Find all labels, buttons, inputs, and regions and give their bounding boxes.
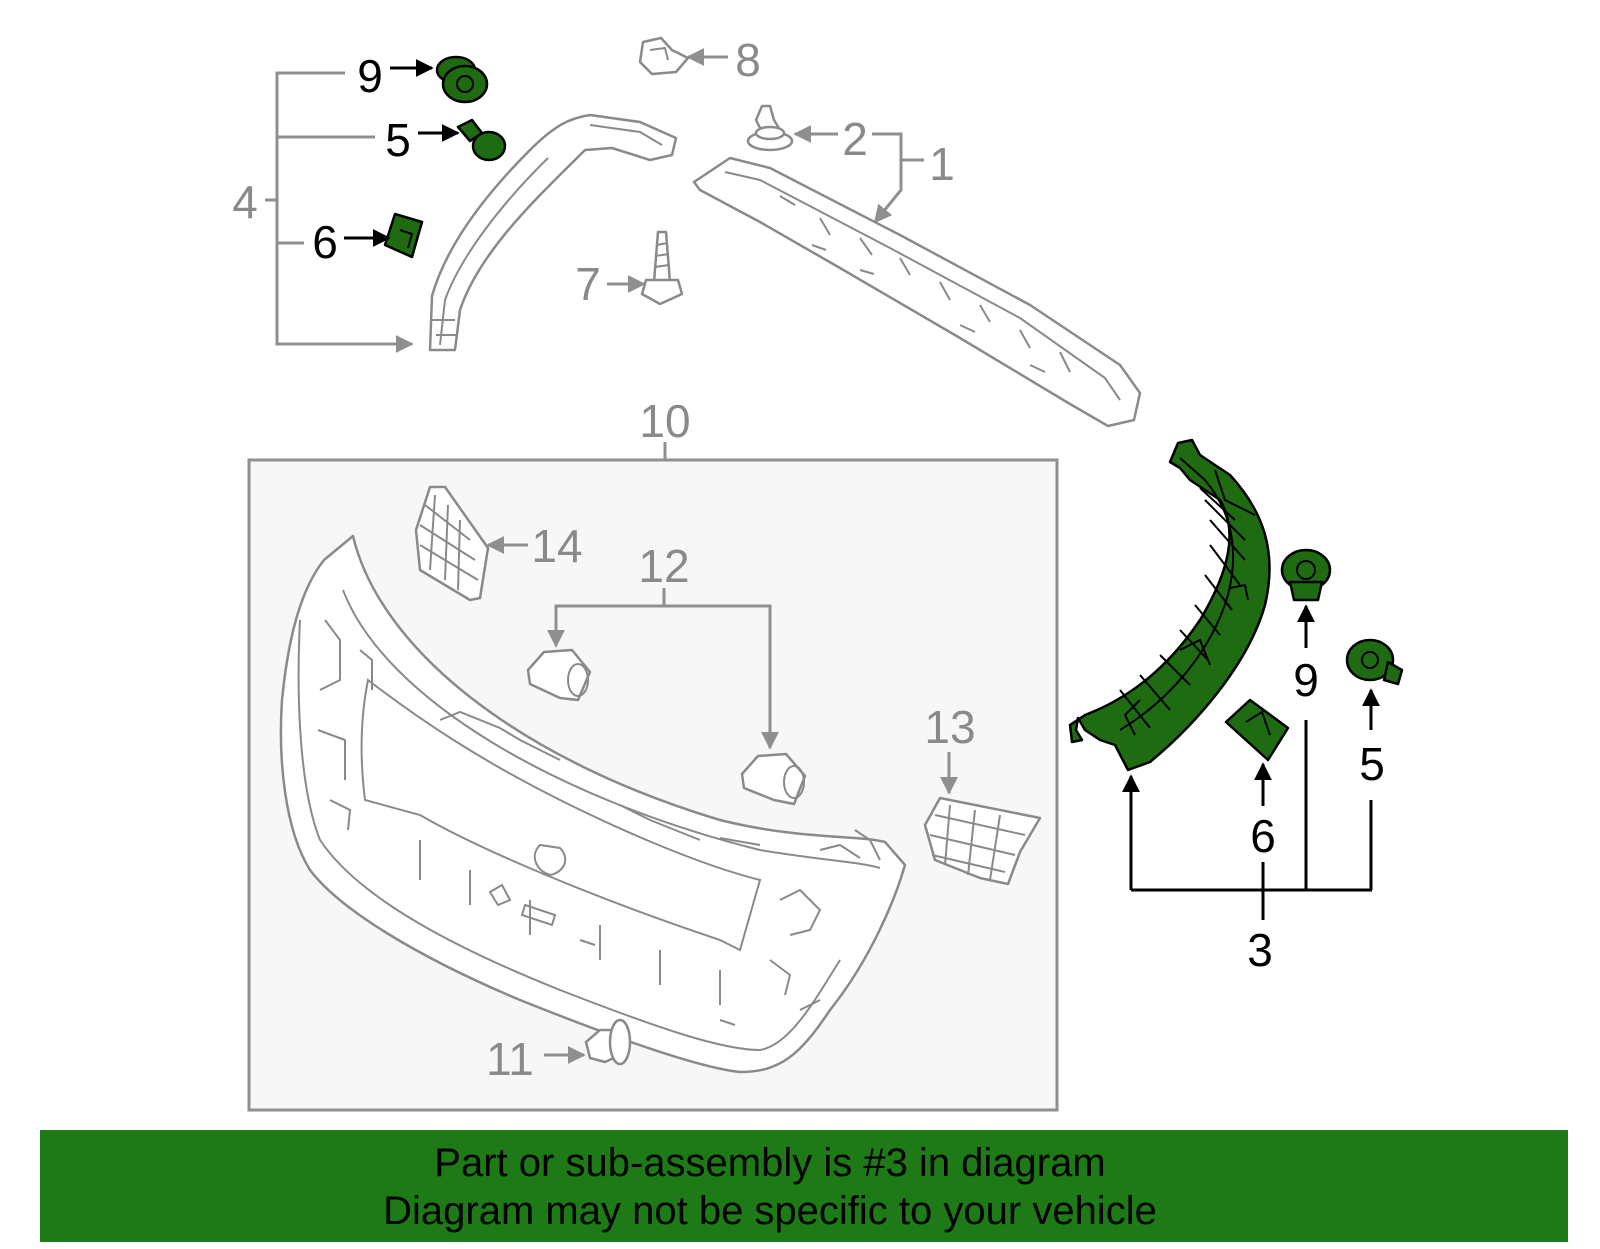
- clip-9-right[interactable]: [1280, 548, 1332, 602]
- callout-8: 8: [735, 34, 761, 86]
- callout-11: 11: [486, 1033, 534, 1085]
- callout-14: 14: [531, 520, 582, 572]
- callout-5-right: 5: [1359, 738, 1385, 790]
- pillar-trim-4[interactable]: [428, 113, 678, 352]
- bracket-12: [547, 588, 779, 750]
- callout-9-top-left: 9: [357, 50, 383, 102]
- callout-6-top-left: 6: [312, 216, 338, 268]
- bumper-12-a[interactable]: [526, 648, 592, 702]
- callout-1: 1: [929, 138, 955, 190]
- callout-12: 12: [638, 540, 689, 592]
- cover-14[interactable]: [414, 485, 490, 602]
- callout-2: 2: [842, 113, 868, 165]
- header-trim-1[interactable]: [692, 156, 1142, 428]
- screw-5-right[interactable]: [1345, 638, 1404, 686]
- callout-5-top-left: 5: [385, 114, 411, 166]
- banner-line-part: Part or sub-assembly is #3 in diagram: [434, 1141, 1106, 1185]
- info-banner: Part or sub-assembly is #3 in diagram Di…: [40, 1130, 1568, 1242]
- pillar-trim-3[interactable]: [1068, 438, 1271, 772]
- clip-9-top-left[interactable]: [435, 55, 489, 104]
- bracket-4: [265, 71, 414, 353]
- clip-6-top-left[interactable]: [383, 212, 424, 259]
- callout-10: 10: [639, 395, 690, 447]
- bumper-12-b[interactable]: [740, 752, 807, 806]
- bracket-3: [1122, 720, 1373, 920]
- bracket-1: [872, 132, 924, 224]
- screw-7[interactable]: [640, 230, 684, 306]
- callout-6-right: 6: [1250, 810, 1276, 862]
- cover-13[interactable]: [923, 796, 1042, 886]
- callout-13: 13: [924, 701, 975, 753]
- clip-8[interactable]: [638, 36, 690, 76]
- screw-5-top-left[interactable]: [456, 118, 507, 162]
- clip-6-right[interactable]: [1224, 698, 1290, 762]
- callout-9-right: 9: [1293, 654, 1319, 706]
- callout-7: 7: [575, 258, 601, 310]
- liftgate-trim-10[interactable]: [279, 534, 907, 1074]
- callout-3: 3: [1247, 924, 1273, 976]
- clip-11[interactable]: [584, 1018, 632, 1066]
- callout-4: 4: [232, 176, 258, 228]
- banner-line-disclaimer: Diagram may not be specific to your vehi…: [383, 1189, 1157, 1233]
- grommet-2[interactable]: [746, 104, 794, 152]
